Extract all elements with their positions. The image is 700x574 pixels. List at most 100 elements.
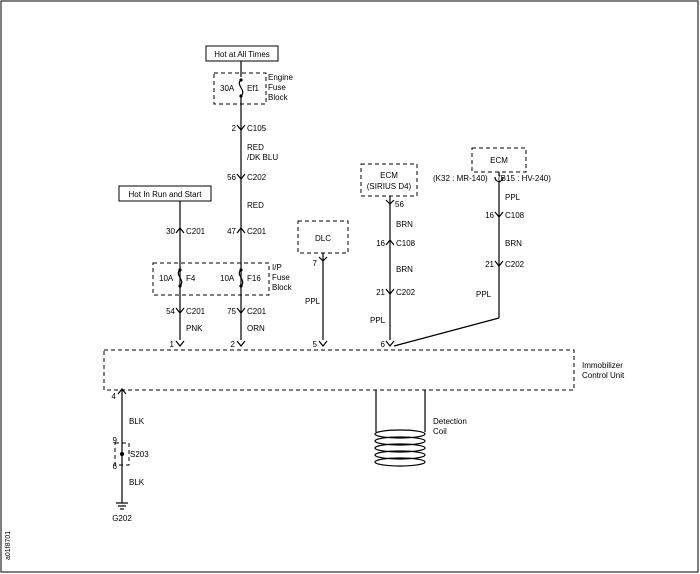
ecm-sirius-label-1: ECM	[380, 171, 398, 180]
wire-ppl-ecm1-label: PPL	[370, 316, 386, 325]
connector-c105-symbol	[236, 124, 246, 131]
wire-brn-label-3: BRN	[505, 239, 522, 248]
splice-s203-label: S203	[130, 450, 149, 459]
hot-at-all-times-box	[205, 45, 279, 62]
wire-red-dkblu-label-1: RED	[247, 143, 264, 152]
engine-fuse-label-1: Engine	[268, 73, 293, 82]
connector-c202-symbol	[385, 288, 395, 295]
dlc-label: DLC	[315, 234, 331, 243]
connector-c108-label: C108	[505, 211, 525, 220]
fuse-f16-name: F16	[247, 274, 261, 283]
engine-fuse-block-box	[213, 72, 267, 105]
connector-c201-label: C201	[247, 227, 267, 236]
connector-c201-label: C201	[186, 307, 206, 316]
detection-coil-label-2: Coil	[433, 427, 447, 436]
detection-coil-label-1: Detection	[433, 417, 467, 426]
connector-c108-symbol	[494, 211, 504, 218]
connector-c105-label: C105	[247, 124, 267, 133]
hot-in-run-box	[118, 185, 212, 202]
fuse-f4-amp: 10A	[159, 274, 174, 283]
fuse-f16-amp: 10A	[220, 274, 235, 283]
connector-c201-symbol	[175, 307, 185, 314]
pin-5-label: 5	[313, 340, 318, 349]
connector-c108-pin: 16	[485, 211, 494, 220]
fuse-ef1-name: Ef1	[247, 84, 260, 93]
wire-brn-label-1: BRN	[396, 220, 413, 229]
wire-brn-label-2: BRN	[396, 265, 413, 274]
connector-c201-label: C201	[186, 227, 206, 236]
pin-4-label: 4	[112, 392, 117, 401]
detection-coil-icon	[374, 429, 426, 467]
ip-fuse-label-3: Block	[272, 283, 293, 292]
immobilizer-control-unit-box	[103, 349, 575, 391]
ecm-variant-b: (B15 : HV-240)	[498, 174, 551, 183]
connector-c201-pin-75: 75	[227, 307, 236, 316]
splice-s203-dot	[120, 452, 124, 456]
wire-ppl-dlc-label: PPL	[305, 297, 321, 306]
wire-ppl-ecm2b-label: PPL	[476, 290, 492, 299]
connector-c201-symbol	[175, 227, 185, 234]
wire-red-dkblu-label-2: /DK BLU	[247, 153, 278, 162]
pin-2-label: 2	[231, 340, 236, 349]
connector-c201-pin-30: 30	[166, 227, 175, 236]
dlc-pin-symbol	[318, 256, 328, 262]
wire-ppl-ecm2a-label: PPL	[505, 193, 521, 202]
pin-6-symbol	[385, 340, 395, 347]
connector-c202-label: C202	[505, 260, 525, 269]
ip-fuse-block-box	[152, 262, 270, 296]
fuse-ef1-amp: 30A	[220, 84, 235, 93]
immobilizer-label-1: Immobilizer	[582, 361, 623, 370]
fuse-f16-symbol	[238, 269, 244, 287]
wire-orn-label: ORN	[247, 324, 265, 333]
connector-c108-symbol	[385, 239, 395, 246]
ecm-sirius-pin: 56	[395, 200, 404, 209]
connector-c108-pin: 16	[376, 239, 385, 248]
wire-ppl-join	[393, 317, 500, 347]
hot-at-all-times-label: Hot at All Times	[214, 50, 270, 59]
connector-c202-symbol	[236, 173, 246, 180]
connector-c202-pin: 56	[227, 173, 236, 182]
connector-c202-symbol	[494, 260, 504, 267]
engine-fuse-label-2: Fuse	[268, 83, 286, 92]
splice-s203-box	[114, 442, 130, 466]
ground-g202-label: G202	[112, 514, 132, 523]
connector-c201-symbol	[236, 227, 246, 234]
connector-c108-label: C108	[396, 239, 416, 248]
ip-fuse-label-1: I/P	[272, 263, 282, 272]
wire-red-label: RED	[247, 201, 264, 210]
engine-fuse-label-3: Block	[268, 93, 289, 102]
pin-1-symbol	[175, 340, 185, 347]
connector-c202-pin: 21	[376, 288, 385, 297]
dlc-pin: 7	[313, 259, 318, 268]
ecm-sirius-pin-symbol	[385, 199, 395, 205]
ecm-label: ECM	[490, 156, 508, 165]
fuse-ef1-symbol	[238, 79, 244, 97]
wire-pnk-label: PNK	[186, 324, 203, 333]
pin-6-label: 6	[381, 340, 386, 349]
ecm-sirius-box	[360, 163, 418, 197]
connector-c105-pin: 2	[232, 124, 237, 133]
connector-c202-label: C202	[396, 288, 416, 297]
connector-c201-pin-47: 47	[227, 227, 236, 236]
fuse-terminal	[239, 284, 243, 288]
figure-code: a01f8701	[5, 531, 12, 560]
immobilizer-label-2: Control Unit	[582, 371, 625, 380]
pin-5-symbol	[318, 340, 328, 347]
hot-in-run-label: Hot In Run and Start	[129, 190, 203, 199]
wire-blk-label-2: BLK	[129, 478, 145, 487]
ecm-variant-a: (K32 : MR-140)	[433, 174, 488, 183]
pin-2-symbol	[236, 340, 246, 347]
splice-pin-top: 9	[113, 436, 118, 445]
connector-c202-pin: 21	[485, 260, 494, 269]
fuse-f4-name: F4	[186, 274, 196, 283]
pin-4-symbol	[117, 388, 127, 395]
splice-pin-bottom: 6	[113, 462, 118, 471]
connector-c201-symbol	[236, 307, 246, 314]
fuse-terminal	[178, 284, 182, 288]
fuse-f4-symbol	[177, 269, 183, 287]
ecm-sirius-label-2: (SIRIUS D4)	[367, 182, 412, 191]
connector-c201-pin-54: 54	[166, 307, 175, 316]
